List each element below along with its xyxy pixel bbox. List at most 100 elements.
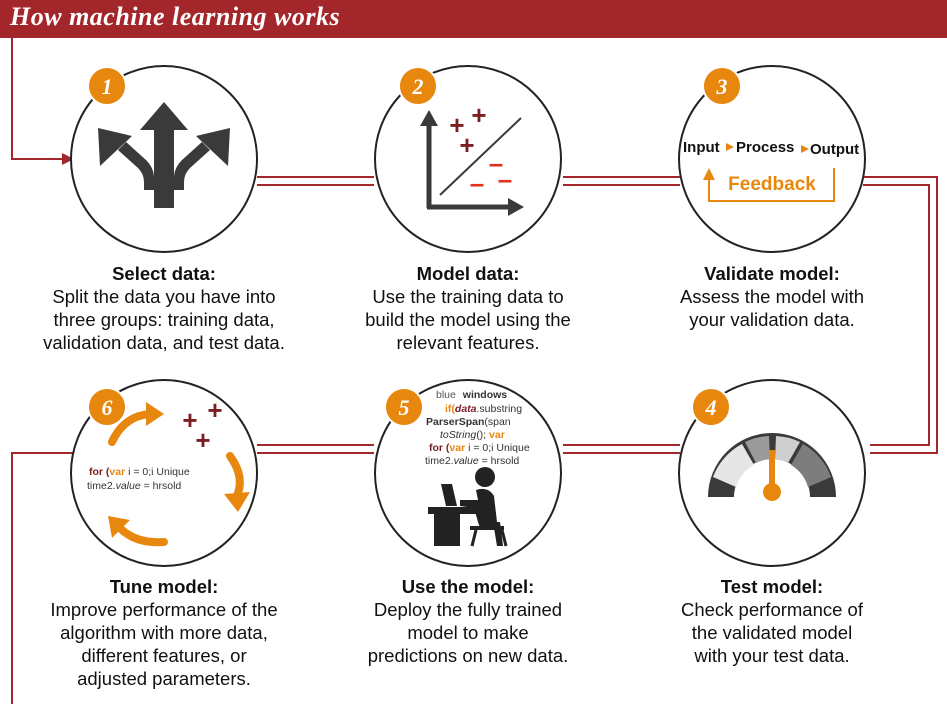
- scatter-plot-icon: + + + – – –: [420, 100, 524, 216]
- svg-text:for (var i = 0;i Unique: for (var i = 0;i Unique: [429, 442, 530, 454]
- title-bar: How machine learning works: [0, 0, 947, 38]
- plus-mark: +: [471, 100, 486, 130]
- code-token: .substring: [477, 403, 523, 415]
- code-token: for (: [429, 442, 450, 454]
- fork-arrows-icon: [98, 102, 230, 208]
- badge-step-4: 4: [691, 387, 731, 427]
- svg-text:time2.value = hrsold: time2.value = hrsold: [87, 480, 181, 492]
- code-token: time2.: [87, 480, 116, 492]
- caption-step-4: Test model: Check performance of the val…: [612, 575, 932, 667]
- badge-number: 6: [102, 395, 113, 420]
- code-token: var: [449, 442, 465, 454]
- code-token: var: [109, 466, 125, 478]
- step-badges: 1 2 3 6 5 4: [87, 66, 742, 427]
- entry-connector: [11, 38, 62, 160]
- code-token: for (: [89, 466, 110, 478]
- step-body-line: validation data, and test data.: [43, 332, 285, 353]
- person-at-computer-icon: blue windows if(data.substring ParserSpa…: [425, 389, 530, 547]
- code-token: if(: [445, 403, 455, 415]
- badge-number: 4: [705, 395, 717, 420]
- step-body-line: your validation data.: [689, 309, 855, 330]
- flow-process: Process: [736, 139, 794, 156]
- connector-lines: [11, 38, 938, 704]
- code-token: blue: [436, 389, 456, 401]
- minus-mark: –: [489, 148, 503, 178]
- page-title: How machine learning works: [10, 2, 341, 31]
- step-body-line: different features, or: [81, 645, 247, 666]
- svg-text:toString(); var: toString(); var: [440, 429, 505, 441]
- gauge-icon: [708, 433, 836, 501]
- step-body-line: three groups: training data,: [53, 309, 275, 330]
- step-body-line: relevant features.: [396, 332, 540, 353]
- step-body-line: the validated model: [691, 622, 853, 643]
- step-heading: Validate model:: [704, 263, 840, 284]
- circle-step-3: [678, 65, 866, 253]
- badge-number: 5: [399, 395, 410, 420]
- svg-text:if(data.substring: if(data.substring: [445, 403, 522, 415]
- caption-step-6: Tune model: Improve performance of the a…: [4, 575, 324, 690]
- svg-text:blue windows: blue windows: [436, 389, 507, 401]
- flow-output: Output: [810, 141, 859, 158]
- plus-mark: +: [195, 425, 210, 455]
- code-token: toString: [440, 429, 476, 441]
- badge-number: 1: [102, 74, 113, 99]
- minus-mark: –: [470, 168, 484, 198]
- badge-number: 2: [412, 74, 424, 99]
- flow-input: Input: [683, 139, 720, 156]
- code-token: ();: [476, 429, 489, 441]
- svg-text:for (var i = 0;i Unique: for (var i = 0;i Unique: [89, 466, 190, 478]
- step-body-line: Assess the model with: [679, 286, 865, 307]
- step-body-line: Deploy the fully trained: [373, 599, 563, 620]
- badge-step-3: 3: [702, 66, 742, 106]
- step-body-line: Use the training data to: [372, 286, 564, 307]
- step-circles: [70, 65, 866, 567]
- code-token: ParserSpan: [426, 416, 484, 428]
- code-token: time2.: [425, 455, 454, 467]
- badge-number: 3: [716, 74, 728, 99]
- minus-mark: –: [498, 164, 512, 194]
- badge-step-6: 6: [87, 387, 127, 427]
- step-heading: Select data:: [112, 263, 216, 284]
- caption-step-5: Use the model: Deploy the fully trained …: [308, 575, 628, 667]
- entry-arrowhead: [62, 153, 74, 165]
- plus-mark: +: [449, 110, 464, 140]
- code-token: value: [116, 480, 141, 492]
- step-heading: Test model:: [720, 576, 824, 597]
- step-body-line: with your test data.: [694, 645, 850, 666]
- step-body-line: Improve performance of the: [50, 599, 278, 620]
- circle-step-5: [374, 379, 562, 567]
- caption-step-2: Model data: Use the training data to bui…: [308, 262, 628, 354]
- step-body-line: model to make: [407, 622, 529, 643]
- code-token: windows: [462, 389, 507, 401]
- code-token: data: [455, 403, 477, 415]
- step-body-line: algorithm with more data,: [60, 622, 268, 643]
- caption-step-3: Validate model: Assess the model with yo…: [612, 262, 932, 331]
- step-heading: Use the model:: [401, 576, 535, 597]
- badge-step-1: 1: [87, 66, 127, 106]
- code-token: = hrsold: [479, 455, 520, 467]
- step-heading: Model data:: [416, 263, 520, 284]
- code-token: value: [454, 455, 479, 467]
- svg-text:ParserSpan(span: ParserSpan(span: [426, 416, 511, 428]
- flow-feedback: Feedback: [728, 174, 816, 195]
- cycle-arrows-icon: + + + for (var i = 0;i Unique time2.valu…: [87, 395, 250, 547]
- code-token: i = 0;i Unique: [465, 442, 530, 454]
- badge-step-5: 5: [384, 387, 424, 427]
- code-token: var: [489, 429, 505, 441]
- plus-mark: +: [207, 395, 222, 425]
- plus-mark: +: [182, 405, 197, 435]
- feedback-loop-icon: Input Process Output Feedback: [683, 139, 859, 202]
- plus-mark: +: [459, 130, 474, 160]
- step-heading: Tune model:: [109, 576, 219, 597]
- step-body-line: adjusted parameters.: [77, 668, 251, 689]
- svg-text:time2.value = hrsold: time2.value = hrsold: [425, 455, 519, 467]
- badge-step-2: 2: [398, 66, 438, 106]
- caption-step-1: Select data: Split the data you have int…: [4, 262, 324, 354]
- feedback-arrowhead: [703, 168, 715, 180]
- step-body-line: build the model using the: [365, 309, 571, 330]
- step-body-line: Check performance of: [680, 599, 863, 620]
- code-token: (span: [484, 416, 510, 428]
- code-token: = hrsold: [141, 480, 182, 492]
- step-body-line: predictions on new data.: [367, 645, 569, 666]
